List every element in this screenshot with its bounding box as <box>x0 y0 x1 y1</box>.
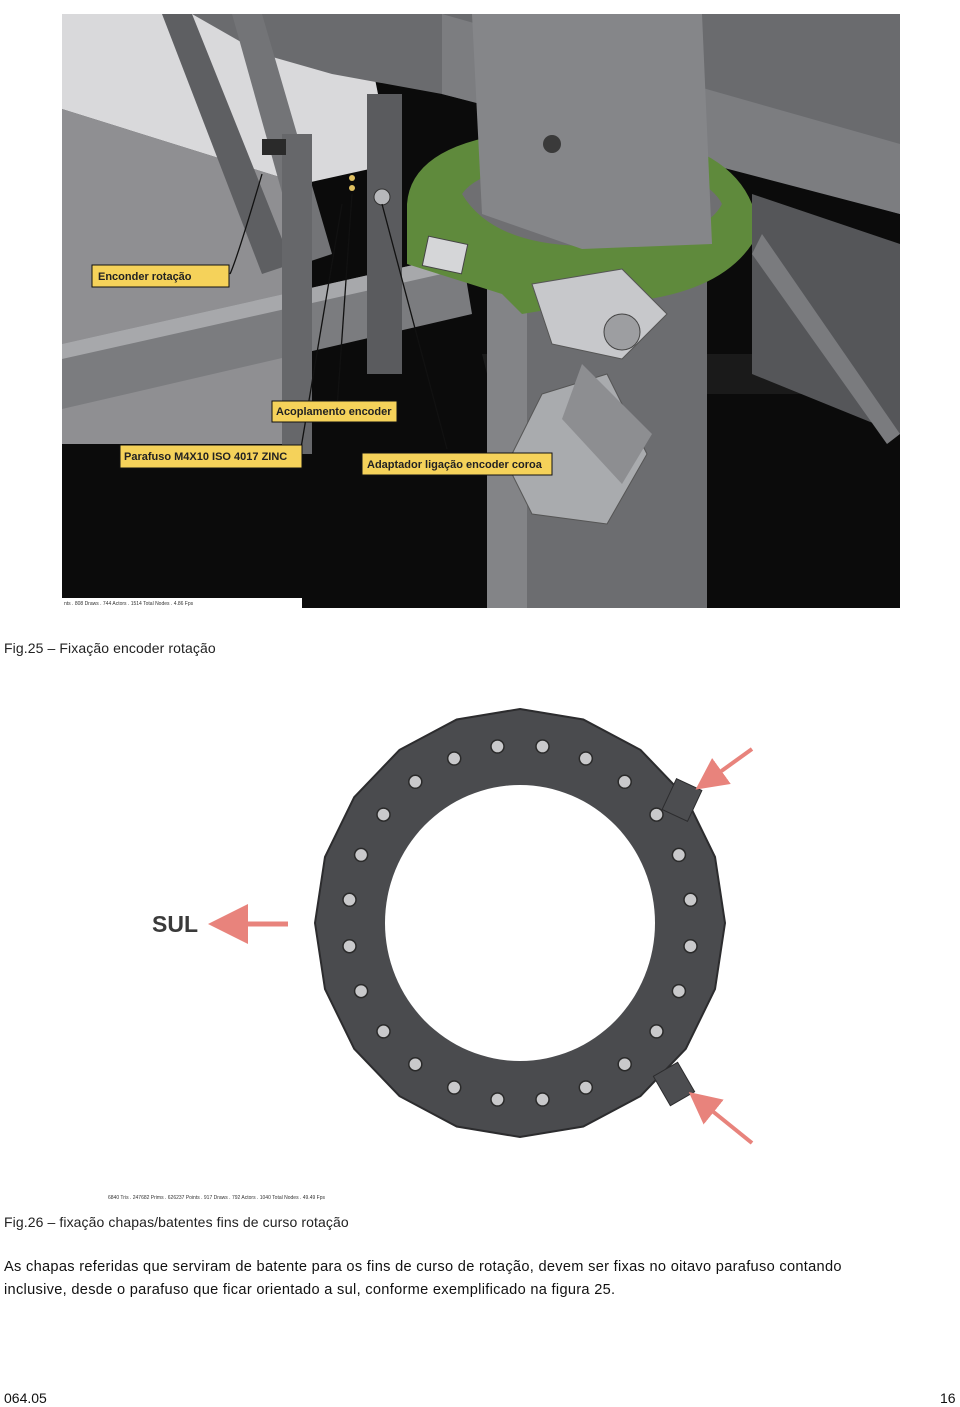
south-label: SUL <box>152 911 198 937</box>
callout-label: Parafuso M4X10 ISO 4017 ZINC <box>124 451 287 463</box>
figure-encoder-mount: Enconder rotação Acoplamento encoder Par… <box>62 14 900 608</box>
bolt <box>376 1024 391 1039</box>
bolt <box>446 1080 462 1095</box>
bolt <box>617 774 632 790</box>
bolt <box>671 847 687 863</box>
bolt <box>578 751 594 766</box>
bolt <box>342 892 357 908</box>
callout-adaptador: Adaptador ligação encoder coroa <box>361 452 553 476</box>
ring-render: SUL <box>152 707 754 1145</box>
document-code: 064.05 <box>4 1390 47 1406</box>
bolt <box>342 938 357 954</box>
bolt <box>353 983 369 999</box>
bolt <box>683 938 698 954</box>
callout-label: Acoplamento encoder <box>276 406 392 418</box>
bolt <box>376 807 391 822</box>
right-truss <box>752 194 900 434</box>
callout-acoplamento: Acoplamento encoder <box>271 400 398 423</box>
bolt <box>490 739 505 754</box>
bolt <box>490 1092 505 1107</box>
figure-caption-1: Fig.25 – Fixação encoder rotação <box>4 640 216 656</box>
stop-plate-upper <box>661 778 703 822</box>
top-plate <box>472 14 712 249</box>
callout-label: Adaptador ligação encoder coroa <box>367 459 543 471</box>
bolt <box>535 1092 550 1107</box>
vertical-bar <box>367 94 402 374</box>
render-status-2: 6840 Tris . 247682 Prims . 626237 Points… <box>108 1195 325 1201</box>
bolt <box>649 1024 664 1039</box>
stop-plate-lower <box>652 1061 696 1107</box>
bolt <box>683 892 698 908</box>
bolt <box>578 1080 594 1095</box>
page-number: 16 <box>940 1390 956 1406</box>
encoder-body <box>262 139 286 155</box>
body-paragraph: As chapas referidas que serviram de bate… <box>4 1259 842 1298</box>
bolt <box>446 751 462 766</box>
bolt <box>671 983 687 999</box>
nameplate <box>421 235 469 275</box>
figure-caption-2: Fig.26 – fixação chapas/batentes fins de… <box>4 1214 349 1230</box>
bolt <box>617 1056 632 1072</box>
encoder-mount-render: Enconder rotação Acoplamento encoder Par… <box>62 14 900 608</box>
stop-arrow-upper <box>695 747 754 790</box>
callout-encoder-rotacao: Enconder rotação <box>91 264 230 288</box>
bolt <box>408 1056 423 1072</box>
figure-ring-stops: SUL <box>140 705 800 1165</box>
ring-bolts <box>342 739 698 1107</box>
bolt <box>353 847 369 863</box>
ring-hole <box>385 785 655 1061</box>
render-status: nts . 808 Draws . 744 Actors . 1514 Tota… <box>64 601 194 607</box>
callout-parafuso: Parafuso M4X10 ISO 4017 ZINC <box>119 444 303 469</box>
bolt <box>649 807 664 822</box>
bolt <box>535 739 550 754</box>
stop-arrow-lower <box>688 1091 754 1145</box>
bolt <box>408 774 423 790</box>
callout-label: Enconder rotação <box>98 271 192 283</box>
